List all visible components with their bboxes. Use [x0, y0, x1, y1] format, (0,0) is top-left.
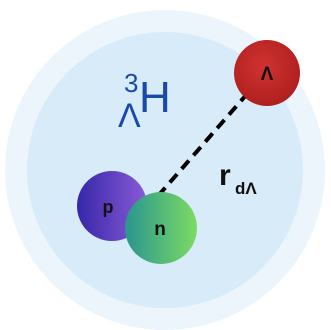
inner-halo: [27, 32, 303, 308]
lambda-particle: Λ: [234, 40, 300, 106]
lambda-label: Λ: [261, 64, 274, 85]
distance-subscript: dΛ: [235, 179, 257, 198]
mass-number: 3: [124, 68, 138, 98]
distance-label: r dΛ: [219, 159, 257, 198]
neutron-particle: n: [125, 192, 197, 264]
lambda-sphere: [234, 40, 300, 106]
neutron-sphere: [125, 192, 197, 264]
hyperon-subscript: Λ: [118, 97, 141, 135]
neutron-label: n: [154, 219, 166, 240]
element-symbol: H: [139, 73, 171, 122]
nucleus-symbol: 3 Λ H: [118, 68, 171, 135]
bond-line: [156, 92, 249, 198]
proton-label: p: [103, 197, 114, 217]
distance-symbol: r: [219, 159, 231, 192]
